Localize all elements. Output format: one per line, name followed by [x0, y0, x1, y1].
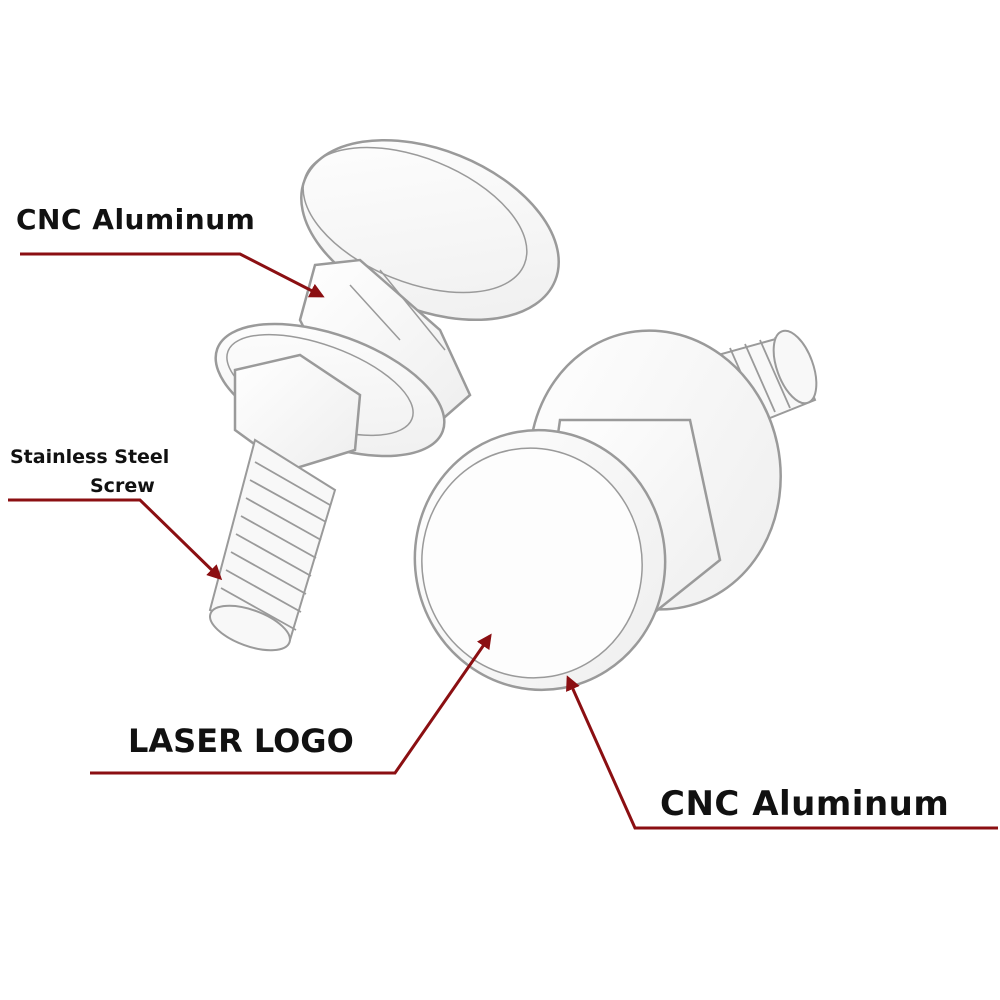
leader-lines: [8, 252, 998, 830]
label-laser-logo: LASER LOGO: [128, 722, 354, 760]
front-spool-slider: [413, 329, 782, 692]
stainless-steel-screw: [208, 438, 337, 652]
leader-line-laser-logo: [90, 633, 492, 775]
leader-line-cnc-top: [20, 252, 325, 298]
label-stainless-steel-line1: Stainless Steel: [10, 446, 170, 468]
leader-line-cnc-bottom: [566, 675, 998, 830]
leader-line-stainless-steel: [8, 498, 223, 581]
back-spool-slider: [214, 138, 560, 472]
label-stainless-steel-line2: Screw: [90, 475, 155, 497]
label-cnc-aluminum-bottom: CNC Aluminum: [660, 784, 950, 824]
label-cnc-aluminum-top: CNC Aluminum: [16, 203, 256, 236]
